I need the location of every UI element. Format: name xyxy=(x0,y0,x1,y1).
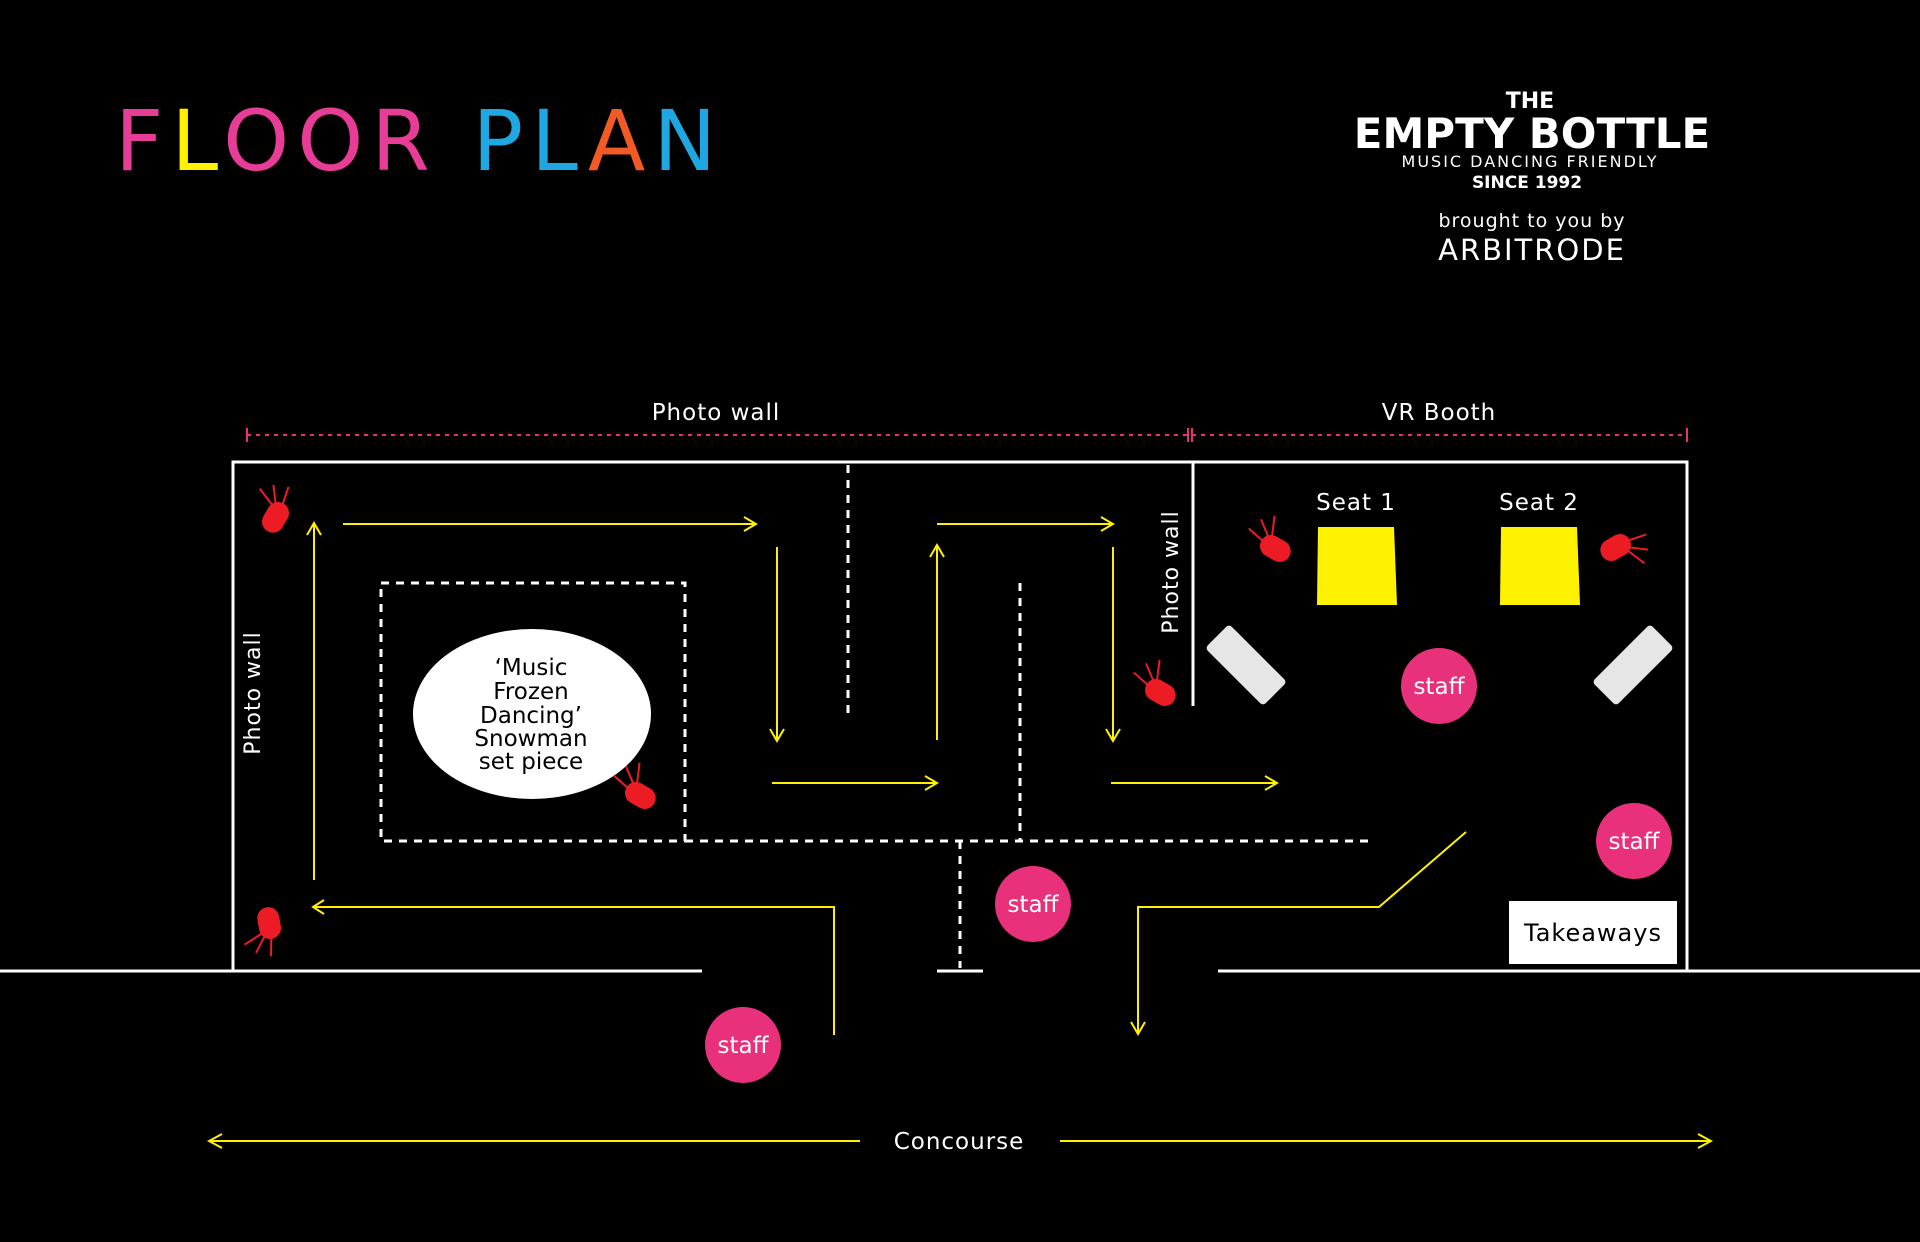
zone-marker-photo-wall xyxy=(246,428,1189,442)
snowman-set-piece xyxy=(413,629,651,799)
sponsor-name: ARBITRODE xyxy=(1438,233,1626,267)
takeaways-label: Takeaways xyxy=(1523,919,1662,947)
empty-bottle-logo: THE EMPTY BOTTLE MUSIC DANCING FRIENDLY … xyxy=(1354,89,1710,193)
svg-text:‘Music: ‘Music xyxy=(495,655,568,681)
label-vr-booth: VR Booth xyxy=(1382,400,1497,426)
title-letter: O xyxy=(297,92,371,190)
svg-text:staff: staff xyxy=(1609,829,1661,855)
staff-marker-2: staff xyxy=(1596,803,1672,879)
vr-screen-right xyxy=(1593,625,1673,705)
logo-since: SINCE 1992 xyxy=(1472,173,1582,193)
staff-marker-4: staff xyxy=(705,1007,781,1083)
logo-the: THE xyxy=(1506,89,1554,114)
svg-text:set piece: set piece xyxy=(479,749,583,775)
page-title: FLOOR PLAN xyxy=(115,92,724,190)
takeaways-table xyxy=(1509,901,1677,964)
title-letter: P xyxy=(472,92,531,190)
svg-text:Snowman: Snowman xyxy=(474,726,587,752)
label-photo-wall-left: Photo wall xyxy=(241,631,266,754)
svg-text:staff: staff xyxy=(1414,674,1466,700)
staff-marker-1: staff xyxy=(1401,648,1477,724)
seat-1 xyxy=(1317,527,1397,605)
dashed-partitions xyxy=(379,465,1368,968)
staff-marker-3: staff xyxy=(995,866,1071,942)
title-letter xyxy=(438,92,473,190)
title-letter: O xyxy=(223,92,297,190)
svg-text:Frozen: Frozen xyxy=(493,679,568,705)
label-photo-wall-mid: Photo wall xyxy=(1159,510,1184,633)
seat-1-label: Seat 1 xyxy=(1316,490,1396,516)
title-letter: N xyxy=(653,92,724,190)
title-letter: L xyxy=(531,92,588,190)
label-photo-wall-top: Photo wall xyxy=(652,400,781,426)
vr-screen-left xyxy=(1206,625,1286,705)
svg-text:Dancing’: Dancing’ xyxy=(480,703,582,729)
title-letter: A xyxy=(588,92,653,190)
seat-2-label: Seat 2 xyxy=(1499,490,1579,516)
room-walls xyxy=(0,460,1920,973)
title-letter: F xyxy=(115,92,171,190)
logo-tagline: MUSIC DANCING FRIENDLY xyxy=(1402,152,1659,171)
title-letter: L xyxy=(171,92,223,190)
seat-2 xyxy=(1500,527,1580,605)
title-letter: R xyxy=(371,92,437,190)
label-concourse: Concourse xyxy=(894,1129,1025,1155)
sponsor-line: brought to you by xyxy=(1438,210,1625,232)
set-piece-label: ‘Music Frozen Dancing’ Snowman set piece xyxy=(474,655,587,775)
visitor-path xyxy=(206,516,1714,1149)
logo-name: EMPTY BOTTLE xyxy=(1354,109,1710,158)
svg-text:staff: staff xyxy=(718,1033,770,1059)
zone-marker-vr-booth xyxy=(1191,428,1688,442)
svg-text:staff: staff xyxy=(1008,892,1060,918)
